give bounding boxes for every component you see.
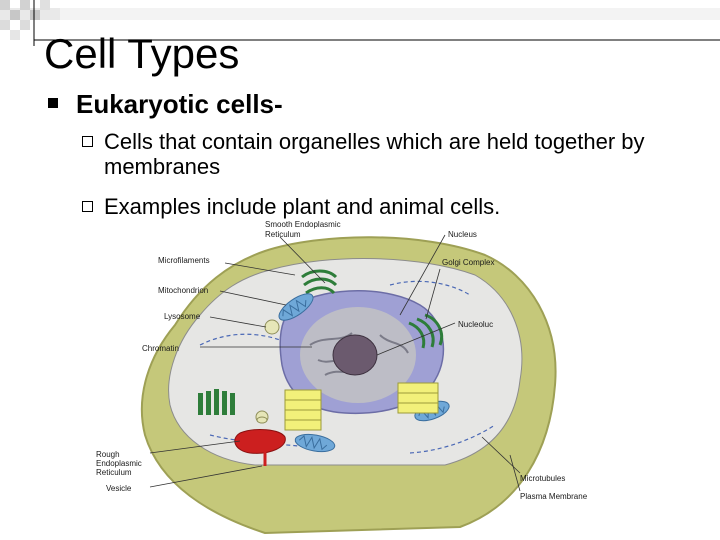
label-smooth-er-line2: Reticulum [265, 230, 301, 239]
bullet-square-marker [48, 98, 58, 108]
label-smooth-er-line1: Smooth Endoplasmic [265, 220, 341, 229]
slide-title: Cell Types [44, 28, 239, 80]
rough-er-block-left [285, 390, 321, 430]
label-rough-er-line3: Reticulum [96, 468, 132, 477]
label-microtubules: Microtubules [520, 474, 565, 483]
label-mitochondrion: Mitochondrion [158, 286, 208, 295]
lysosome [265, 320, 279, 334]
small-vesicle [257, 417, 267, 423]
nucleolus [333, 335, 377, 375]
bullet-eukaryotic-cells: Eukaryotic cells- [76, 89, 283, 119]
sub-bullet-marker [82, 201, 93, 212]
label-lysosome: Lysosome [164, 312, 201, 321]
animal-cell-diagram: Smooth Endoplasmic Reticulum Nucleus Mic… [90, 215, 590, 540]
sub-bullet-definition: Cells that contain organelles which are … [104, 129, 684, 179]
label-microfilaments: Microfilaments [158, 256, 210, 265]
label-chromatin: Chromatin [142, 344, 179, 353]
label-rough-er-line1: Rough [96, 450, 120, 459]
label-rough-er-line2: Endoplasmic [96, 459, 142, 468]
sub-bullet-marker [82, 136, 93, 147]
label-nucleolus: Nucleoluc [458, 320, 493, 329]
label-plasma-membrane: Plasma Membrane [520, 492, 588, 501]
label-vesicle: Vesicle [106, 484, 132, 493]
rough-er-block-right [398, 383, 438, 413]
label-golgi-complex: Golgi Complex [442, 258, 494, 267]
label-nucleus: Nucleus [448, 230, 477, 239]
